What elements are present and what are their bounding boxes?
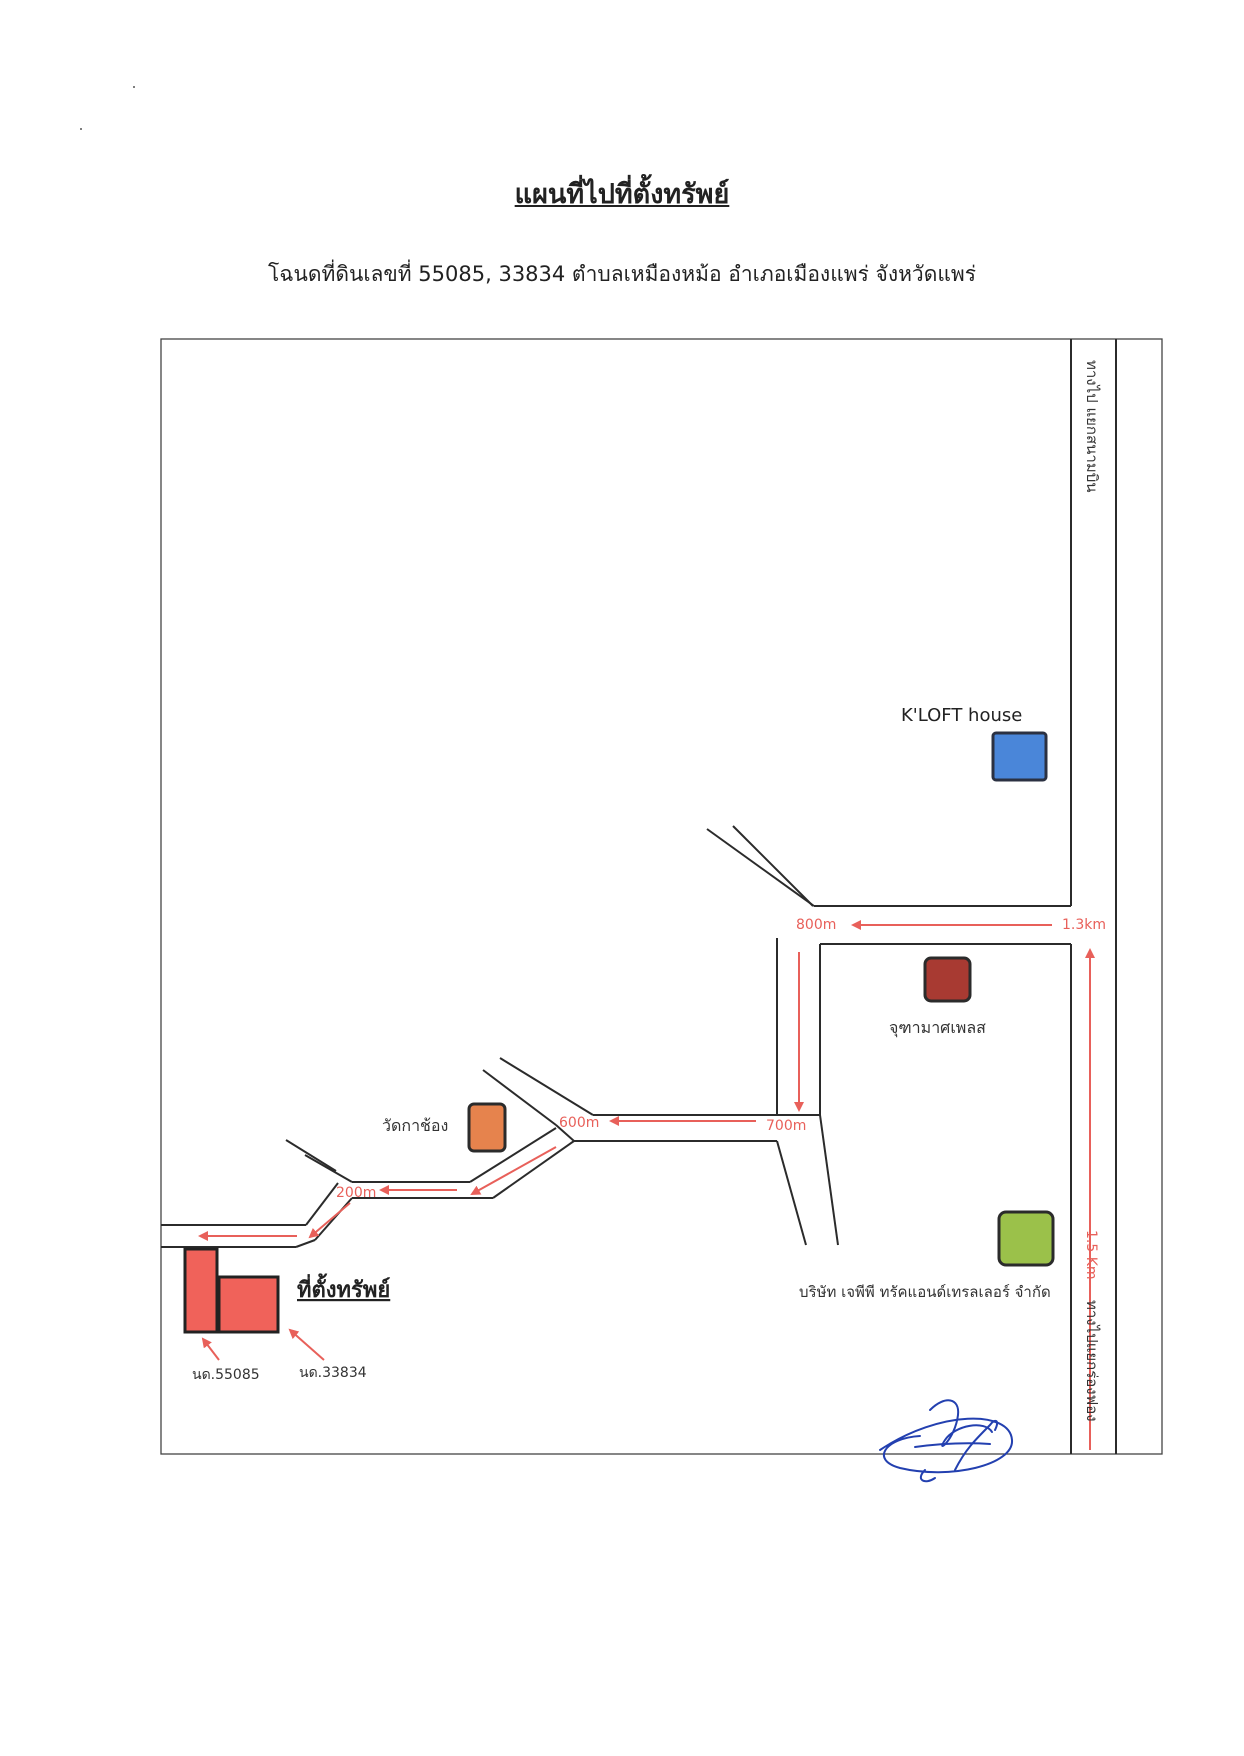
landmark-temple-label: วัดกาช้อง [382, 1116, 448, 1135]
landmark-company [997, 1210, 1055, 1267]
property-parcel-33834 [217, 1275, 280, 1334]
distance-label-1-3km: 1.3km [1062, 917, 1106, 933]
route-arrow-southwest-2 [308, 1202, 351, 1239]
road-label-south: ทางไปแยกร่องฟอง [1083, 1300, 1101, 1422]
route-arrow-southwest-1 [470, 1146, 557, 1195]
distance-label-700m: 700m [766, 1118, 806, 1134]
route-arrows [198, 920, 1095, 1450]
landmark-kloft-house [991, 731, 1048, 782]
landmark-temple [467, 1102, 507, 1153]
main-road [1070, 339, 1117, 1454]
deed-arrow-1 [201, 1337, 220, 1361]
distance-label-200m: 200m [336, 1185, 376, 1201]
landmark-company-label: บริษัท เจพีพี ทรัคแอนด์เทรลเลอร์ จำกัด [799, 1283, 1051, 1301]
landmark-kloft-house-label: K'LOFT house [901, 705, 1022, 726]
property-label: ที่ตั้งทรัพย์ [297, 1273, 390, 1303]
page-subtitle: โฉนดที่ดินเลขที่ 55085, 33834 ตำบลเหมือง… [267, 262, 977, 286]
distance-label-1-5km: 1.5 Km [1083, 1230, 1099, 1280]
road-label-north: ทางไป แยกสนามบิน [1083, 360, 1101, 493]
distance-label-600m: 600m [559, 1115, 599, 1131]
distance-label-800m: 800m [796, 917, 836, 933]
deed-label-55085: นด.55085 [192, 1367, 260, 1383]
property-parcel-55085 [183, 1247, 219, 1334]
west-road [161, 1127, 575, 1248]
scan-speck [80, 128, 82, 130]
landmark-jutamas-place-label: จุฑามาศเพลส [889, 1018, 986, 1038]
landmark-jutamas-place [923, 956, 972, 1003]
page-title: แผนที่ไปที่ตั้งทรัพย์ [514, 179, 730, 210]
side-road [482, 825, 1071, 1246]
deed-arrow-2 [288, 1328, 325, 1361]
map-frame [160, 338, 1163, 1455]
deed-label-33834: นด.33834 [299, 1365, 367, 1381]
handwritten-signature [879, 1399, 1014, 1483]
scan-speck [133, 86, 135, 88]
